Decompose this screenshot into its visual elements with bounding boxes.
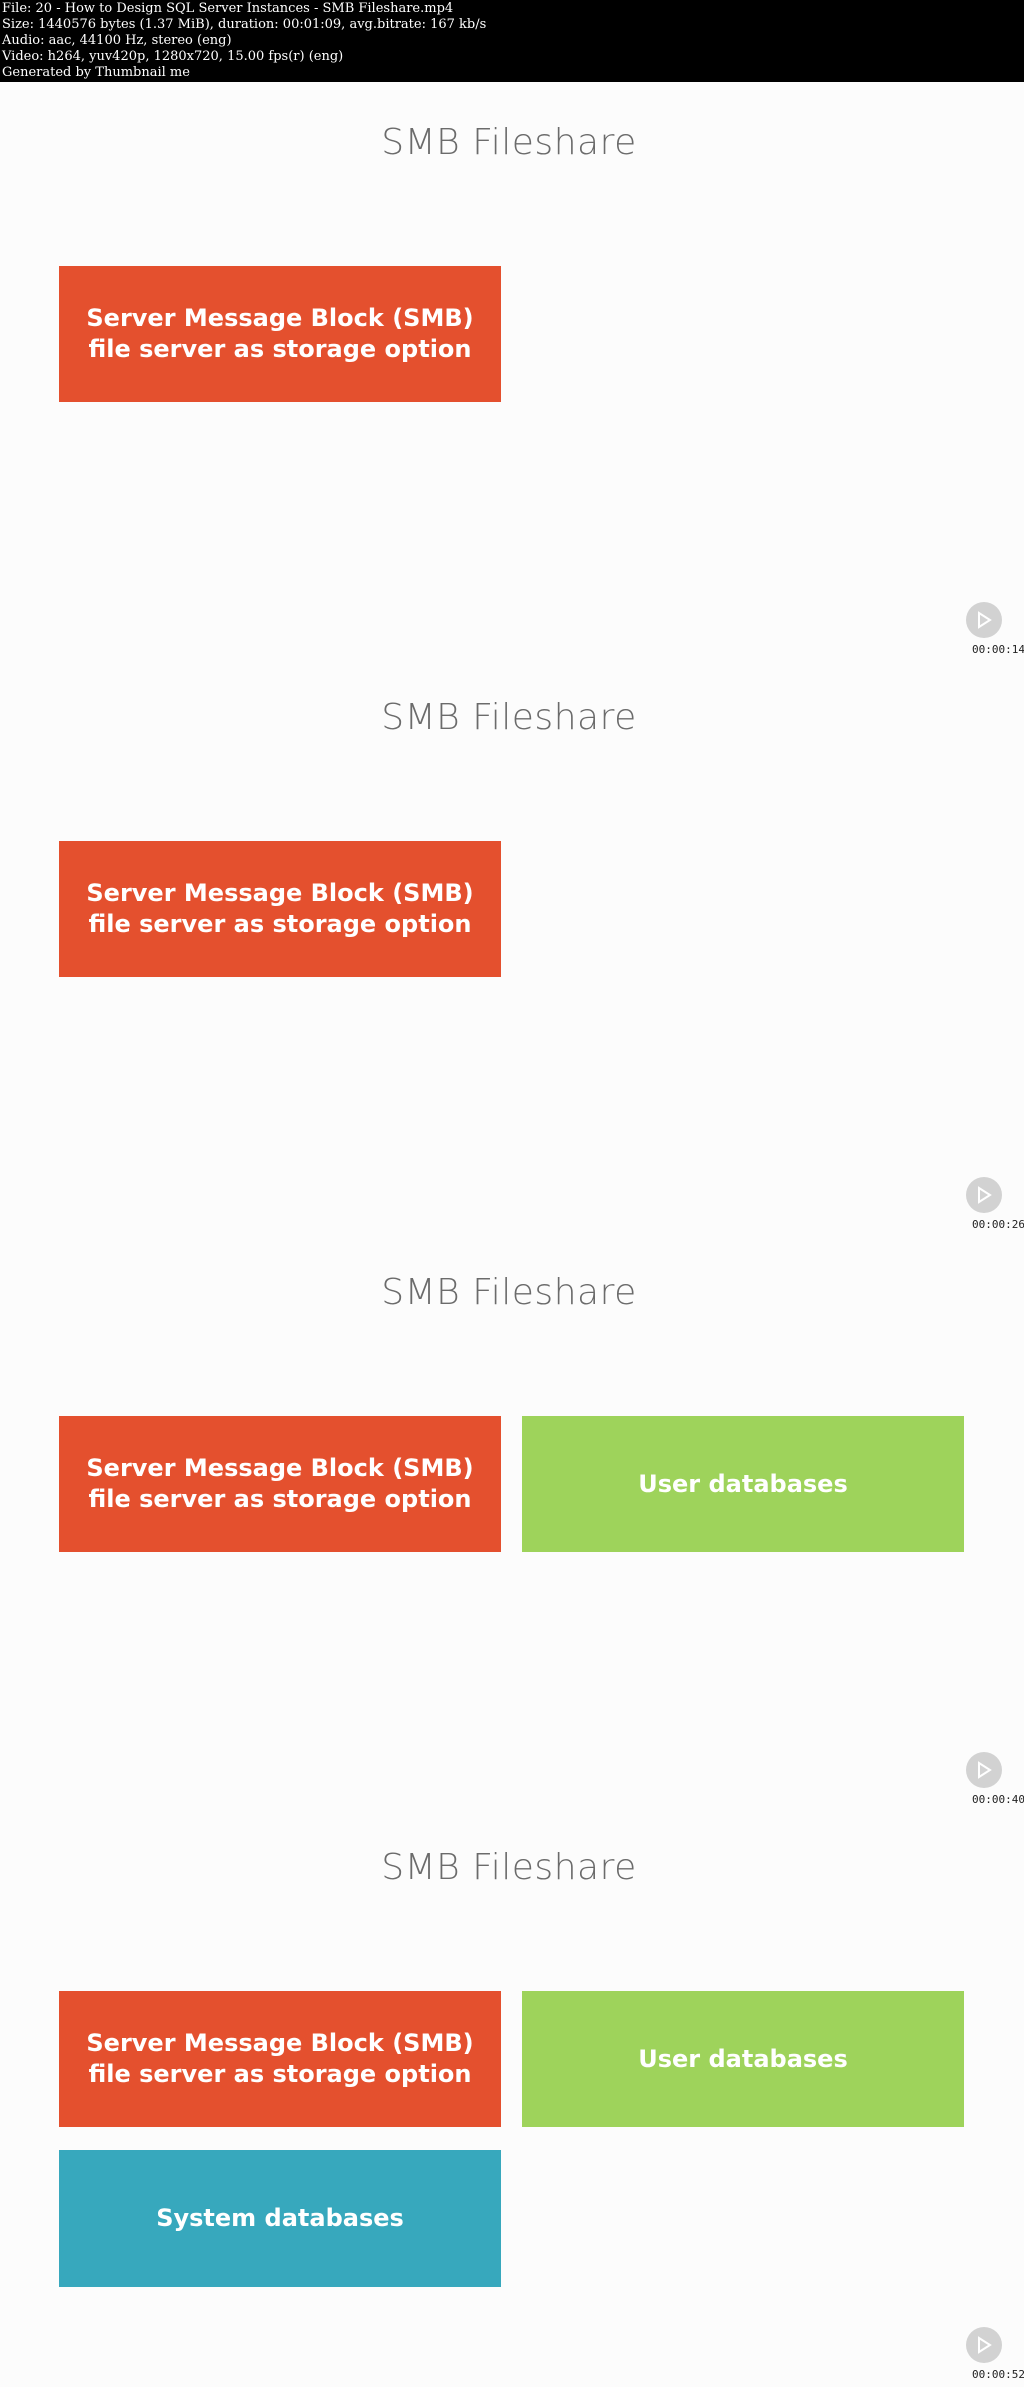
slide-title: SMB Fileshare	[381, 122, 637, 163]
play-icon[interactable]	[966, 2327, 1002, 2363]
file-info: File: 20 - How to Design SQL Server Inst…	[2, 1, 454, 16]
thumbnail-frame-4: SMB Fileshare Server Message Block (SMB)…	[0, 1807, 1024, 2382]
smb-box: Server Message Block (SMB) file server a…	[59, 266, 501, 402]
smb-label: Server Message Block (SMB) file server a…	[86, 304, 474, 363]
play-icon[interactable]	[966, 602, 1002, 638]
user-databases-box: User databases	[522, 1991, 964, 2127]
slide-title: SMB Fileshare	[381, 1847, 637, 1888]
smb-box: Server Message Block (SMB) file server a…	[59, 841, 501, 977]
timestamp: 00:00:52	[972, 2368, 1024, 2381]
thumbnail-frame-1: SMB Fileshare Server Message Block (SMB)…	[0, 82, 1024, 657]
user-databases-label: User databases	[638, 2044, 848, 2073]
size-info: Size: 1440576 bytes (1.37 MiB), duration…	[2, 17, 487, 32]
media-info-header: File: 20 - How to Design SQL Server Inst…	[0, 0, 1024, 82]
play-icon[interactable]	[966, 1177, 1002, 1213]
timestamp: 00:00:14	[972, 643, 1024, 656]
smb-label: Server Message Block (SMB) file server a…	[86, 2029, 474, 2088]
system-databases-label: System databases	[156, 2204, 404, 2232]
thumbnail-frame-2: SMB Fileshare Server Message Block (SMB)…	[0, 657, 1024, 1232]
smb-box: Server Message Block (SMB) file server a…	[59, 1991, 501, 2127]
play-icon[interactable]	[966, 1752, 1002, 1788]
user-databases-label: User databases	[638, 1469, 848, 1498]
smb-label: Server Message Block (SMB) file server a…	[86, 1454, 474, 1513]
timestamp: 00:00:40	[972, 1793, 1024, 1806]
video-info: Video: h264, yuv420p, 1280x720, 15.00 fp…	[2, 49, 344, 64]
system-databases-box: System databases	[59, 2150, 501, 2287]
slide-title: SMB Fileshare	[381, 1272, 637, 1313]
user-databases-box: User databases	[522, 1416, 964, 1552]
smb-box: Server Message Block (SMB) file server a…	[59, 1416, 501, 1552]
thumbnail-frame-3: SMB Fileshare Server Message Block (SMB)…	[0, 1232, 1024, 1807]
slide-title: SMB Fileshare	[381, 697, 637, 738]
generator-info: Generated by Thumbnail me	[2, 65, 190, 80]
smb-label: Server Message Block (SMB) file server a…	[86, 879, 474, 938]
timestamp: 00:00:26	[972, 1218, 1024, 1231]
audio-info: Audio: aac, 44100 Hz, stereo (eng)	[2, 33, 232, 48]
